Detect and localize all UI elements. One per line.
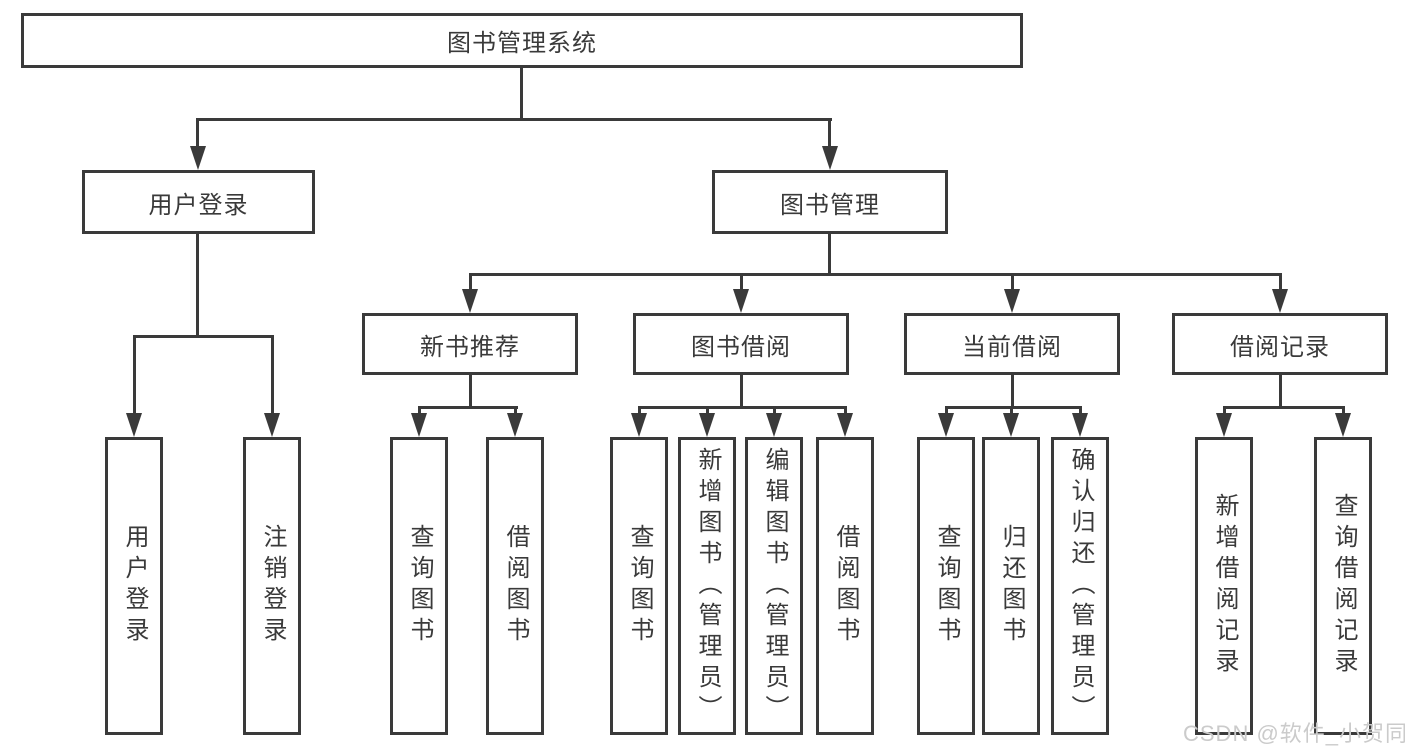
connector-user-login-rail <box>133 335 274 338</box>
arrow-down-icon <box>507 413 523 437</box>
node-borrowing-records-label: 借阅记录 <box>1230 333 1330 361</box>
leaf-return-books-label: 归还图书 <box>998 524 1025 648</box>
connector-stem <box>740 374 743 409</box>
connector-leaf-stub <box>1342 406 1345 418</box>
leaf-query-books-borrowing: 查询图书 <box>610 437 668 735</box>
connector-leaf-stub <box>844 406 847 418</box>
leaf-return-books: 归还图书 <box>982 437 1040 735</box>
node-book-borrowing: 图书借阅 <box>633 313 849 375</box>
connector-rail <box>638 406 847 409</box>
leaf-query-books-recommend: 查询图书 <box>390 437 448 735</box>
leaf-user-login: 用户登录 <box>105 437 163 735</box>
connector-root-stem <box>520 66 523 120</box>
arrow-down-icon <box>1072 413 1088 437</box>
node-book-borrowing-label: 图书借阅 <box>691 333 791 361</box>
leaf-confirm-return-admin: 确认归还（管理员） <box>1051 437 1109 735</box>
node-borrowing-records: 借阅记录 <box>1172 313 1388 375</box>
arrow-down-icon <box>411 413 427 437</box>
leaf-query-books-borrowing-label: 查询图书 <box>626 524 653 648</box>
leaf-query-books-recommend-label: 查询图书 <box>406 524 433 648</box>
arrow-down-icon <box>1003 413 1019 437</box>
arrow-down-icon <box>190 146 206 170</box>
arrow-down-icon <box>1004 289 1020 313</box>
leaf-add-books-admin: 新增图书（管理员） <box>678 437 736 735</box>
leaf-borrow-books: 借阅图书 <box>816 437 874 735</box>
node-new-book-recommend-label: 新书推荐 <box>420 333 520 361</box>
connector-book-mgmt-stem <box>828 233 831 276</box>
leaf-add-borrow-record: 新增借阅记录 <box>1195 437 1253 735</box>
connector-level2-stub <box>469 273 472 293</box>
connector-leaf-stub <box>418 406 421 418</box>
leaf-query-books-current: 查询图书 <box>917 437 975 735</box>
connector-leaf-stub <box>773 406 776 418</box>
connector-leaf-stub <box>945 406 948 418</box>
arrow-down-icon <box>822 146 838 170</box>
connector-leaf-stub <box>638 406 641 418</box>
node-user-login: 用户登录 <box>82 170 315 234</box>
leaf-edit-books-admin-label: 编辑图书（管理员） <box>761 446 788 726</box>
leaf-edit-books-admin: 编辑图书（管理员） <box>745 437 803 735</box>
arrow-down-icon <box>837 413 853 437</box>
leaf-query-borrow-record-label: 查询借阅记录 <box>1330 493 1357 679</box>
node-new-book-recommend: 新书推荐 <box>362 313 578 375</box>
leaf-borrow-books-label: 借阅图书 <box>832 524 859 648</box>
arrow-down-icon <box>699 413 715 437</box>
leaf-logout: 注销登录 <box>243 437 301 735</box>
connector-level1-rail <box>196 118 832 121</box>
connector-leaf-stub <box>271 335 274 415</box>
watermark-text: CSDN @软件_小贺同学 <box>1183 721 1405 746</box>
connector-rail <box>1223 406 1345 409</box>
node-root: 图书管理系统 <box>21 13 1023 68</box>
connector-book-mgmt-stub <box>828 118 831 150</box>
arrow-down-icon <box>126 413 142 437</box>
connector-level2-stub <box>1279 273 1282 293</box>
leaf-confirm-return-admin-label: 确认归还（管理员） <box>1067 446 1094 726</box>
connector-rail <box>945 406 1082 409</box>
connector-leaf-stub <box>1079 406 1082 418</box>
arrow-down-icon <box>1272 289 1288 313</box>
arrow-down-icon <box>733 289 749 313</box>
leaf-query-books-current-label: 查询图书 <box>933 524 960 648</box>
leaf-borrow-books-recommend: 借阅图书 <box>486 437 544 735</box>
leaf-borrow-books-recommend-label: 借阅图书 <box>502 524 529 648</box>
arrow-down-icon <box>264 413 280 437</box>
leaf-query-borrow-record: 查询借阅记录 <box>1314 437 1372 735</box>
connector-user-login-stub <box>196 118 199 150</box>
connector-leaf-stub <box>133 335 136 415</box>
leaf-user-login-label: 用户登录 <box>121 524 148 648</box>
leaf-add-borrow-record-label: 新增借阅记录 <box>1211 493 1238 679</box>
connector-leaf-stub <box>706 406 709 418</box>
connector-level2-rail <box>469 273 1282 276</box>
connector-leaf-stub <box>1223 406 1226 418</box>
node-book-management: 图书管理 <box>712 170 948 234</box>
arrow-down-icon <box>1335 413 1351 437</box>
connector-leaf-stub <box>1010 406 1013 418</box>
connector-rail <box>418 406 518 409</box>
node-user-login-label: 用户登录 <box>148 191 249 219</box>
node-root-label: 图书管理系统 <box>447 30 597 57</box>
node-current-borrowing: 当前借阅 <box>904 313 1120 375</box>
connector-level2-stub <box>1011 273 1014 293</box>
arrow-down-icon <box>462 289 478 313</box>
node-current-borrowing-label: 当前借阅 <box>962 333 1062 361</box>
connector-stem <box>1011 374 1014 409</box>
connector-stem <box>469 374 472 409</box>
arrow-down-icon <box>1216 413 1232 437</box>
arrow-down-icon <box>631 413 647 437</box>
connector-stem <box>1279 374 1282 409</box>
arrow-down-icon <box>766 413 782 437</box>
connector-leaf-stub <box>514 406 517 418</box>
leaf-logout-label: 注销登录 <box>259 524 286 648</box>
connector-level2-stub <box>740 273 743 293</box>
arrow-down-icon <box>938 413 954 437</box>
leaf-add-books-admin-label: 新增图书（管理员） <box>694 446 721 726</box>
connector-user-login-stem <box>196 233 199 337</box>
node-book-management-label: 图书管理 <box>780 191 880 219</box>
